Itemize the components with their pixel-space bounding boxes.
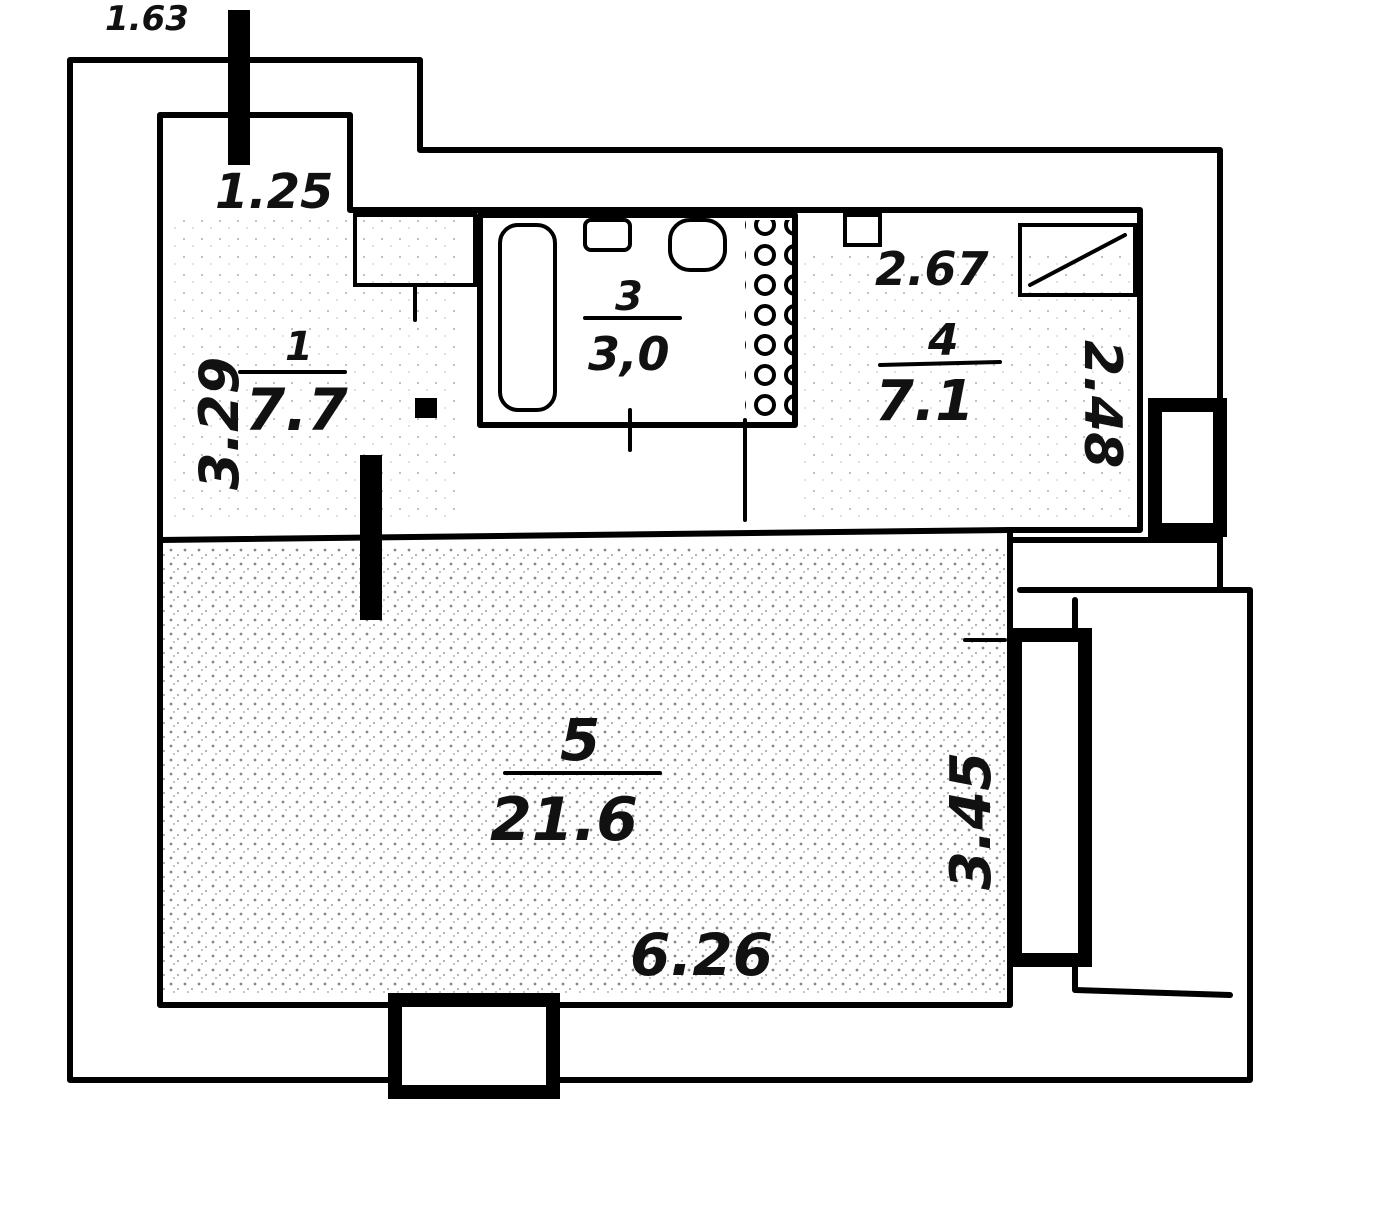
room-3-number: 3	[615, 274, 643, 320]
partition-room1-room5	[157, 527, 1013, 543]
dim-corridor-width: 1.25	[215, 164, 333, 220]
dim-top-left-fragment: 1.63	[105, 0, 189, 39]
room-4-area: 7.1	[875, 369, 974, 434]
room-5-fill	[160, 545, 1010, 995]
window-bottom	[388, 993, 560, 1099]
dim-kitchen-width: 2.67	[875, 242, 989, 296]
room-4-number: 4	[927, 315, 959, 366]
window-balcony	[1008, 628, 1092, 967]
dim-room5-height: 3.45	[939, 752, 1004, 890]
dim-room5-width: 6.26	[630, 921, 773, 989]
room-5-number: 5	[560, 706, 600, 774]
room-5-area: 21.6	[490, 785, 638, 855]
dim-room1-length: 3.29	[188, 357, 251, 490]
door-room1	[360, 455, 382, 620]
room-3-area: 3,0	[588, 327, 670, 381]
toilet	[668, 218, 727, 272]
room-1-number: 1	[285, 324, 313, 370]
window-right-kitchen	[1148, 398, 1227, 537]
dim-kitchen-length: 2.48	[1072, 340, 1132, 468]
stove-diagonal	[1028, 233, 1127, 287]
bathroom-wall-pattern	[745, 220, 795, 420]
kitchen-stove	[1018, 223, 1137, 297]
room-4-fraction-line	[878, 360, 1002, 367]
kitchen-sink	[843, 213, 882, 247]
window-top-left	[228, 10, 250, 165]
room-1-area: 7.7	[245, 376, 348, 444]
sink	[583, 218, 632, 252]
marker-dot	[415, 398, 437, 418]
partition-balcony	[1007, 537, 1223, 593]
balcony-inner	[1072, 597, 1233, 998]
bathtub	[498, 223, 557, 412]
